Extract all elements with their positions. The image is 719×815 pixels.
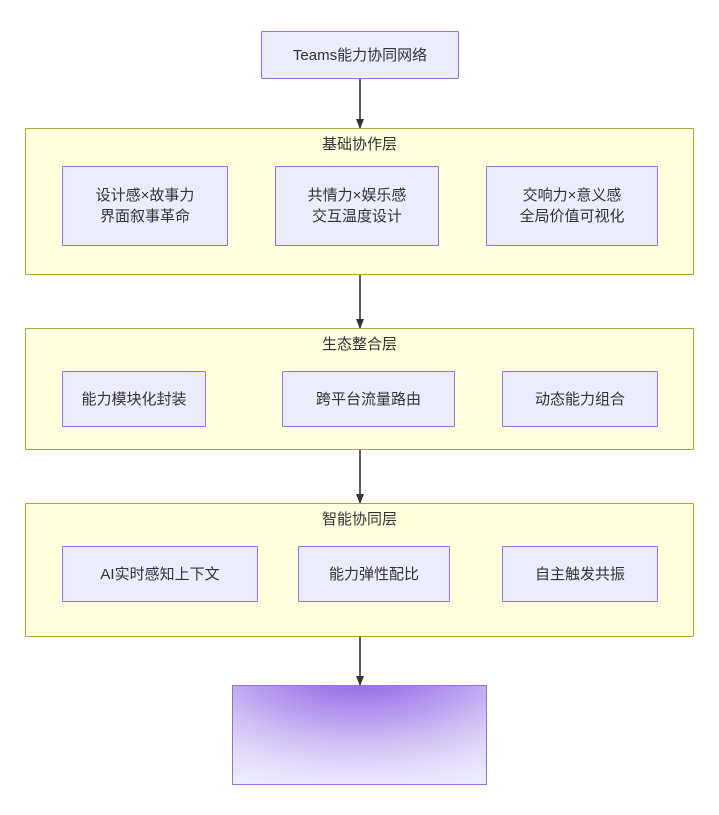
node-layer1-item2-line1: 共情力×娱乐感 <box>307 187 407 204</box>
node-layer2-item2-label: 跨平台流量路由 <box>315 390 421 408</box>
node-layer3-item1-label: AI实时感知上下文 <box>100 565 220 583</box>
node-layer2-item2[interactable]: 跨平台流量路由 <box>282 371 455 427</box>
node-layer1-item3-line1: 交响力×意义感 <box>522 187 622 204</box>
node-layer2-item3[interactable]: 动态能力组合 <box>502 371 658 427</box>
node-layer1-item3-line2: 全局价值可视化 <box>519 208 625 225</box>
node-layer1-item1[interactable]: 设计感×故事力 界面叙事革命 <box>62 166 228 246</box>
node-layer1-item3[interactable]: 交响力×意义感 全局价值可视化 <box>486 166 658 246</box>
node-layer2-item1-label: 能力模块化封装 <box>81 390 187 408</box>
layer-title-3: 智能协同层 <box>321 511 397 528</box>
node-root-label: Teams能力协同网络 <box>292 46 428 64</box>
node-layer3-item1[interactable]: AI实时感知上下文 <box>62 546 258 602</box>
node-layer3-item2-label: 能力弹性配比 <box>328 565 419 583</box>
node-layer3-item2[interactable]: 能力弹性配比 <box>298 546 450 602</box>
node-layer1-item2-line2: 交互温度设计 <box>311 208 402 225</box>
node-layer1-item1-line1: 设计感×故事力 <box>95 187 195 204</box>
node-layer3-item3[interactable]: 自主触发共振 <box>502 546 658 602</box>
node-layer1-item1-line2: 界面叙事革命 <box>99 208 190 225</box>
node-layer2-item1[interactable]: 能力模块化封装 <box>62 371 206 427</box>
layer-title-1: 基础协作层 <box>321 136 397 153</box>
node-terminal[interactable] <box>232 685 487 785</box>
node-layer1-item2[interactable]: 共情力×娱乐感 交互温度设计 <box>275 166 439 246</box>
layer-title-2: 生态整合层 <box>321 336 397 353</box>
node-layer3-item3-label: 自主触发共振 <box>534 565 625 583</box>
node-root[interactable]: Teams能力协同网络 <box>261 31 459 79</box>
node-layer2-item3-label: 动态能力组合 <box>534 390 625 408</box>
